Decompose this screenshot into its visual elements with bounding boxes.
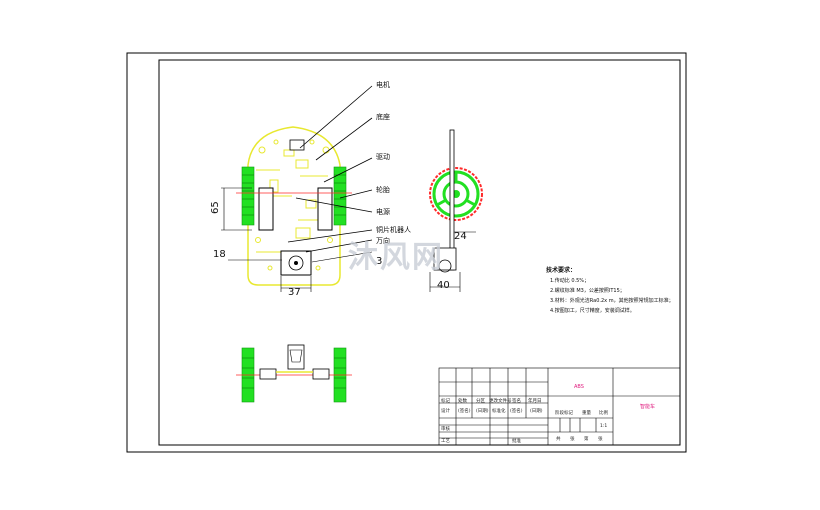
inner-border bbox=[158, 59, 681, 446]
note-item: 4.按图加工，尺寸精度，安装调试样。 bbox=[550, 308, 635, 314]
label-copper: 铜片机器人 bbox=[376, 226, 411, 234]
notes-title: 技术要求： bbox=[546, 267, 577, 274]
side-view bbox=[429, 129, 483, 292]
tb-row2-c4: (签名) bbox=[510, 409, 523, 414]
label-power: 电源 bbox=[376, 208, 390, 216]
tb-drawing-name: 智能车 bbox=[640, 404, 656, 410]
side-wheel-tire bbox=[429, 167, 483, 221]
dim-24: 24 bbox=[454, 231, 467, 242]
tb-row1-c1: 处数 bbox=[458, 399, 467, 404]
title-block bbox=[438, 367, 681, 446]
tb-row2-c2: (日期) bbox=[476, 409, 489, 414]
tb-material: ABS bbox=[574, 384, 584, 390]
tb-row2-c5: (日期) bbox=[530, 409, 543, 414]
tb-row1-c0: 标记 bbox=[441, 399, 450, 404]
tb-row1-c4: 签名 bbox=[512, 399, 521, 404]
tb-stage: 阶段标记 bbox=[555, 411, 573, 416]
tb-sheet-2: 第 bbox=[584, 437, 589, 442]
label-wheel: 轮胎 bbox=[376, 186, 390, 194]
tb-row1-c3: 更改文件号 bbox=[489, 399, 512, 404]
note-item: 1.传动比 0.5%； bbox=[550, 278, 590, 284]
dim-3: 3 bbox=[376, 256, 383, 267]
note-item: 2.螺纹标准 M3，公差按照IT15； bbox=[550, 288, 625, 294]
dim-18: 18 bbox=[213, 249, 226, 260]
label-motor: 电机 bbox=[376, 81, 390, 89]
tb-row1-c5: 年月日 bbox=[528, 399, 542, 404]
tb-row2-c0: 设计 bbox=[441, 409, 450, 414]
label-base: 底座 bbox=[376, 113, 390, 121]
tb-scale: 1:1 bbox=[600, 424, 608, 429]
dim-37: 37 bbox=[288, 287, 301, 298]
tb-row2-c1: (签名) bbox=[458, 409, 471, 414]
right-wheel bbox=[333, 166, 347, 226]
motor-block bbox=[289, 139, 305, 151]
outer-border bbox=[126, 52, 687, 453]
label-drive: 驱动 bbox=[376, 153, 390, 161]
front-caster bbox=[287, 344, 305, 370]
watermark-logo: 沐风网 bbox=[348, 240, 444, 275]
label-sensor: 万向 bbox=[376, 237, 390, 245]
top-view bbox=[221, 85, 373, 292]
tb-ratio: 比例 bbox=[599, 411, 608, 416]
left-motor bbox=[258, 187, 274, 231]
tb-weight: 重量 bbox=[582, 411, 591, 416]
tb-row4: 工艺 bbox=[441, 439, 450, 444]
front-view bbox=[236, 344, 352, 403]
tb-sheet-0: 共 bbox=[556, 437, 561, 442]
tb-approve: 批准 bbox=[512, 439, 521, 444]
tb-row2-c3: 标准化 bbox=[492, 409, 506, 414]
tb-sheet-3: 张 bbox=[598, 437, 603, 442]
technical-notes: 技术要求： 1.传动比 0.5%； 2.螺纹标准 M3，公差按照IT15； 3.… bbox=[546, 266, 674, 316]
note-item: 3.材料：外观光洁Ra0.2x m，其他按照常规加工标准； bbox=[550, 298, 674, 304]
tb-row3: 审核 bbox=[441, 427, 450, 432]
tb-sheet-1: 张 bbox=[570, 437, 575, 442]
right-motor bbox=[317, 187, 333, 231]
dim-65: 65 bbox=[210, 201, 221, 214]
dim-40: 40 bbox=[437, 280, 450, 291]
tb-row1-c2: 分区 bbox=[476, 399, 485, 404]
left-wheel bbox=[241, 166, 255, 226]
